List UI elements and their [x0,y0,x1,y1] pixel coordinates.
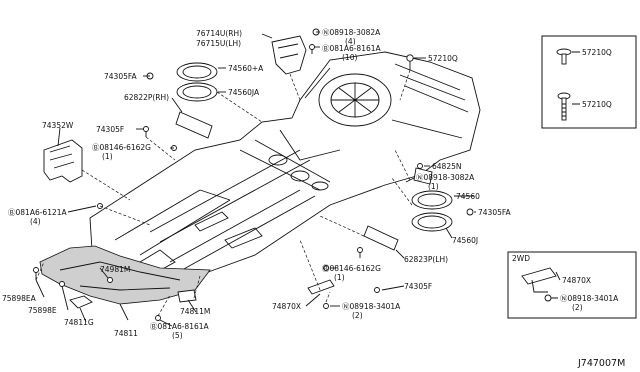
label-081a6-6121a: Ⓑ081A6-6121A [8,208,68,217]
bracket-62822p [175,111,213,139]
label-74811m: 74811M [180,307,210,316]
label-08918-3401a-main: Ⓝ08918-3401A [342,302,401,311]
label-74870x-box: 74870X [562,276,591,285]
label-74811: 74811 [114,329,138,338]
label-57210q-center: 57210Q [428,54,458,63]
label-74305fa-top: 74305FA [104,72,137,81]
label-08918-3401a-box-qty: (2) [572,303,583,312]
label-08918-3401a-box: Ⓝ08918-3401A [560,294,619,303]
label-08918-3082a-right: Ⓝ08918-3082A [416,173,475,182]
label-75898ea: 75898EA [2,294,37,303]
label-64825n: 64825N [432,162,461,171]
label-081a6-8161a-bottom-qty: (5) [172,331,183,340]
label-74560: 74560 [456,192,480,201]
label-74305fa-right: 74305FA [478,208,511,217]
label-57210q-box-top: 57210Q [582,48,612,57]
strap-74870x [307,279,335,295]
label-57210q-box-bottom: 57210Q [582,100,612,109]
label-76715u: 76715U(LH) [196,39,241,48]
label-74870x-main: 74870X [272,302,301,311]
bracket-62823p [363,225,399,251]
bracket-76714u [271,35,307,75]
cover-74811m [177,289,197,303]
label-74560ja: 74560JA [228,88,260,97]
label-081a6-6121a-qty: (4) [30,217,41,226]
label-08918-3401a-main-qty: (2) [352,311,363,320]
clip-57210q-bottom-icon [557,92,571,121]
label-081a6-8161a-top: Ⓑ081A6-8161A [322,44,382,53]
leader-lines [35,69,413,317]
label-08918-3082a-right-qty: (1) [428,182,439,191]
label-08146-6162g-left: Ⓑ08146-6162G [92,143,151,152]
diagram-reference: J747007M [577,358,625,369]
inset-box-57210q [541,35,637,129]
label-75898e: 75898E [28,306,57,315]
label-76714u: 76714U(RH) [196,29,242,38]
clip-57210q-top-icon [556,48,572,65]
callout-lines [35,31,476,327]
part-labels: 76714U(RH) 76715U(LH) Ⓝ08918-3082A (4) Ⓑ… [2,28,625,369]
strap-74870x-2wd-icon [521,267,557,285]
label-74981m: 74981M [100,265,130,274]
label-74560j: 74560J [452,236,478,245]
label-74305f-left: 74305F [96,125,124,134]
floor-pan-assembly [89,51,481,283]
label-08918-3082a-top-qty: (4) [345,37,356,46]
inset-box-2wd [507,251,637,319]
bracket-64825n [413,167,433,185]
cover-74811g [69,295,93,309]
label-74560a: 74560+A [228,64,264,73]
label-62823p: 62823P(LH) [404,255,448,264]
label-74352w: 74352W [42,121,74,130]
label-62822p: 62822P(RH) [124,93,169,102]
label-08146-6162g-bottom-qty: (1) [334,273,345,282]
label-74811g: 74811G [64,318,94,327]
label-08918-3082a-top: Ⓝ08918-3082A [322,28,381,37]
label-08146-6162g-left-qty: (1) [102,152,113,161]
bracket-74352w [43,139,83,183]
label-08146-6162g-bottom: Ⓑ08146-6162G [322,264,381,273]
label-2wd-title: 2WD [512,254,530,263]
label-081a6-8161a-bottom: Ⓑ081A6-8161A [150,322,210,331]
label-74305f-right: 74305F [404,282,432,291]
label-081a6-8161a-top-qty: (10) [342,53,357,62]
